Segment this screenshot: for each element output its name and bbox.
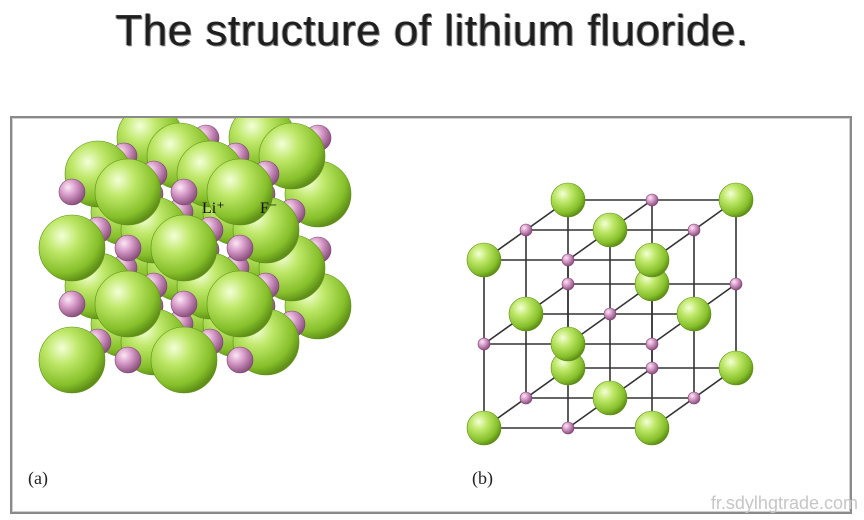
fluoride-ion (592, 212, 628, 248)
lithium-ion (729, 277, 743, 291)
fluoride-ion (94, 158, 162, 226)
fluoride-ion (466, 410, 502, 446)
fluoride-ion (150, 326, 218, 394)
fluoride-ion (38, 214, 106, 282)
page-title: The structure of lithium fluoride. (115, 6, 749, 55)
lithium-ion (519, 391, 533, 405)
lithium-ion (170, 290, 198, 318)
fluoride-ion (206, 270, 274, 338)
space-filling-model-graphic (38, 118, 352, 394)
lithium-ion (170, 178, 198, 206)
panel-b-label: (b) (472, 468, 493, 488)
ball-and-stick-model: (b) (444, 118, 850, 512)
fluoride-ion (150, 214, 218, 282)
fluoride-ion (550, 182, 586, 218)
lithium-ion (477, 337, 491, 351)
watermark: fr.sdylhgtrade.com (710, 493, 858, 513)
lithium-ion (645, 337, 659, 351)
lithium-ion (687, 391, 701, 405)
figure-frame (10, 116, 852, 514)
lithium-ion (561, 277, 575, 291)
lithium-ion (58, 178, 86, 206)
fluoride-ion (38, 326, 106, 394)
panel-a-label: (a) (28, 468, 48, 488)
fluoride-ion (592, 380, 628, 416)
fluoride-ion (718, 350, 754, 386)
lithium-ion (561, 253, 575, 267)
fluoride-ion (206, 158, 274, 226)
lithium-ion (114, 346, 142, 374)
lithium-ion (519, 223, 533, 237)
fluoride-ion (550, 326, 586, 362)
fluoride-ion (634, 410, 670, 446)
fluoride-ion (634, 242, 670, 278)
lithium-ion (687, 223, 701, 237)
lithium-ion (603, 307, 617, 321)
fluoride-ion-label: F⁻ (260, 200, 278, 217)
ball-and-stick-model-graphic (466, 182, 754, 446)
fluoride-ion (466, 242, 502, 278)
lithium-ion (645, 361, 659, 375)
space-filling-model: Li⁺ F⁻ (a) (14, 118, 434, 512)
fluoride-ion (94, 270, 162, 338)
lithium-ion (561, 421, 575, 435)
lithium-ion (114, 234, 142, 262)
fluoride-ion (676, 296, 712, 332)
lithium-ion (645, 193, 659, 207)
lithium-ion (58, 290, 86, 318)
fluoride-ion (718, 182, 754, 218)
fluoride-ion (508, 296, 544, 332)
lithium-ion (226, 234, 254, 262)
lithium-ion-label: Li⁺ (202, 200, 225, 217)
lithium-ion (226, 346, 254, 374)
